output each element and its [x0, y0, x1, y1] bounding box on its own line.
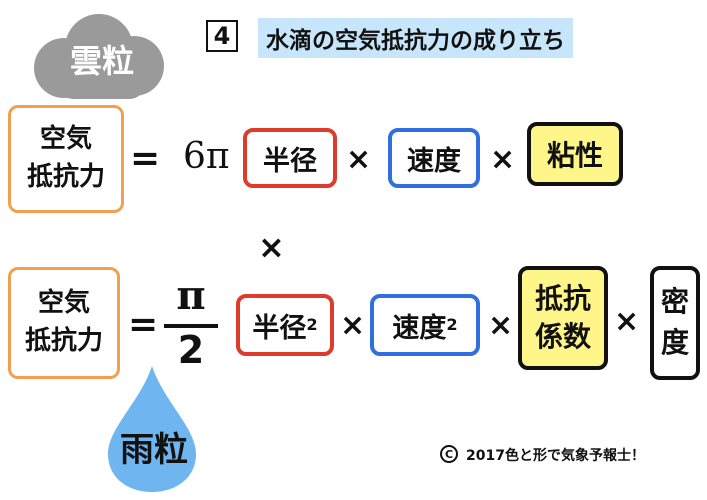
- times-sign-1b: ×: [490, 142, 516, 177]
- raindrop-label: 雨粒: [120, 430, 188, 470]
- section-number: 4: [213, 22, 231, 50]
- density-line1: 密: [660, 285, 689, 319]
- velocity-label-1: 速度: [407, 145, 461, 177]
- copyright-symbol: C: [444, 447, 454, 461]
- drag-coefficient-line2: 係数: [534, 320, 591, 353]
- times-sign-middle: ×: [258, 228, 285, 266]
- air-resistance-line2: 抵抗力: [26, 162, 105, 192]
- air-resistance-line1: 空気: [39, 124, 92, 155]
- drag-coefficient-box: 抵抗 係数: [518, 266, 608, 370]
- copyright-text: 2017色と形で気象予報士！: [466, 448, 645, 464]
- equals-sign-2: =: [128, 304, 159, 345]
- air-resistance-line2: 抵抗力: [24, 326, 103, 356]
- cloud-icon: [24, 10, 174, 102]
- times-sign-2b: ×: [488, 308, 514, 343]
- density-line2: 度: [660, 326, 689, 359]
- radius-box-1: 半径: [243, 128, 337, 188]
- times-sign-2a: ×: [340, 308, 366, 343]
- coefficient-6pi: 6π: [183, 136, 230, 177]
- equals-sign-1: =: [130, 138, 161, 179]
- radius-label-1: 半径: [263, 145, 317, 177]
- radius-label-2: 半径: [252, 312, 307, 344]
- air-resistance-box-1: 空気 抵抗力: [8, 105, 124, 213]
- cloud-droplet-label: 雲粒: [69, 42, 134, 80]
- velocity-box-1: 速度: [388, 128, 480, 188]
- times-sign-1a: ×: [346, 142, 372, 177]
- page-title: 水滴の空気抵抗力の成り立ち: [258, 18, 573, 58]
- air-resistance-line1: 空気: [37, 288, 90, 319]
- viscosity-box: 粘性: [527, 122, 623, 186]
- fraction-numerator-pi: π: [176, 272, 206, 319]
- fraction-bar: [164, 324, 218, 328]
- raindrop-icon: [104, 362, 200, 494]
- times-sign-2c: ×: [614, 304, 640, 339]
- fraction-denominator: 2: [177, 328, 205, 372]
- copyright-icon: C: [440, 445, 458, 463]
- section-number-box: 4: [206, 20, 238, 52]
- drag-coefficient-line1: 抵抗: [534, 282, 591, 316]
- density-box: 密 度: [650, 266, 700, 380]
- viscosity-label: 粘性: [546, 139, 603, 172]
- velocity-label-2: 速度: [392, 312, 447, 344]
- air-resistance-box-2: 空気 抵抗力: [8, 267, 120, 379]
